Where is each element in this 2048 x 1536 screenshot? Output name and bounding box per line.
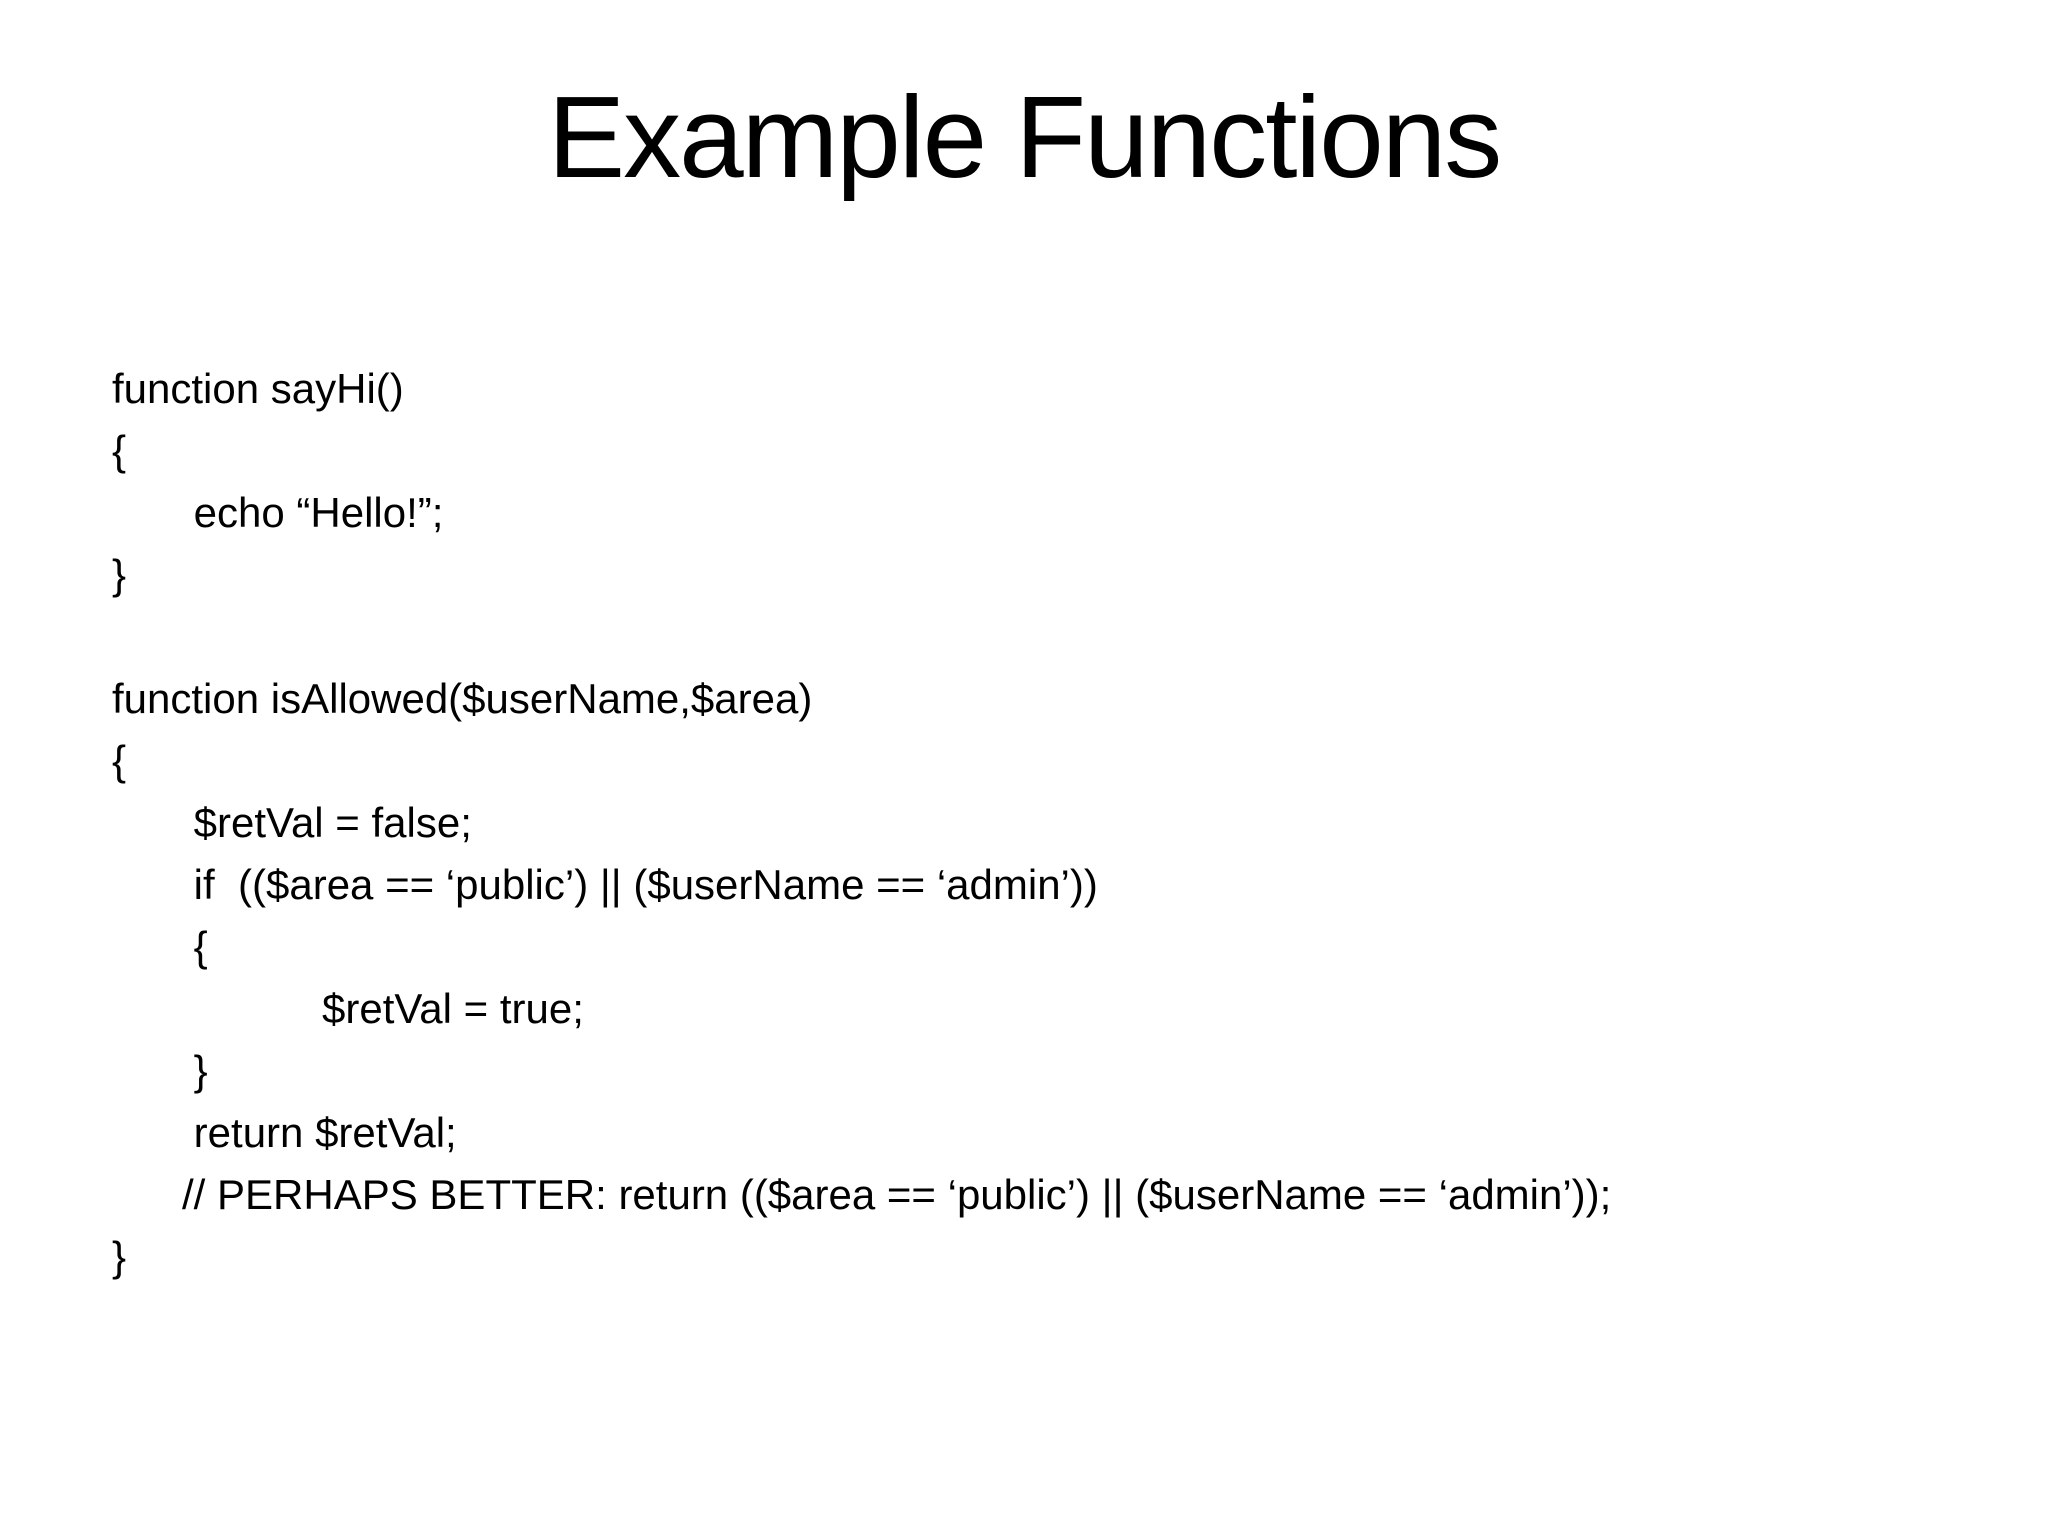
code-line: $retVal = true; bbox=[112, 985, 584, 1032]
slide-title: Example Functions bbox=[547, 72, 1502, 202]
code-line: } bbox=[112, 1047, 208, 1094]
code-line: function isAllowed($userName,$area) bbox=[112, 675, 813, 722]
code-block: function sayHi() { echo “Hello!”; } func… bbox=[112, 358, 1611, 1288]
code-line-comment: // PERHAPS BETTER: return (($area == ‘pu… bbox=[112, 1171, 1612, 1218]
code-line: } bbox=[112, 1233, 127, 1280]
code-line: } bbox=[112, 551, 127, 598]
code-line-blank bbox=[112, 606, 1611, 668]
code-line: function sayHi() bbox=[112, 365, 404, 412]
code-line: if (($area == ‘public’) || ($userName ==… bbox=[112, 861, 1098, 908]
code-line: return $retVal; bbox=[112, 1109, 457, 1156]
code-line: { bbox=[112, 737, 127, 784]
code-line: { bbox=[112, 923, 208, 970]
code-line: $retVal = false; bbox=[112, 799, 472, 846]
code-line: { bbox=[112, 427, 127, 474]
code-line: echo “Hello!”; bbox=[112, 489, 444, 536]
